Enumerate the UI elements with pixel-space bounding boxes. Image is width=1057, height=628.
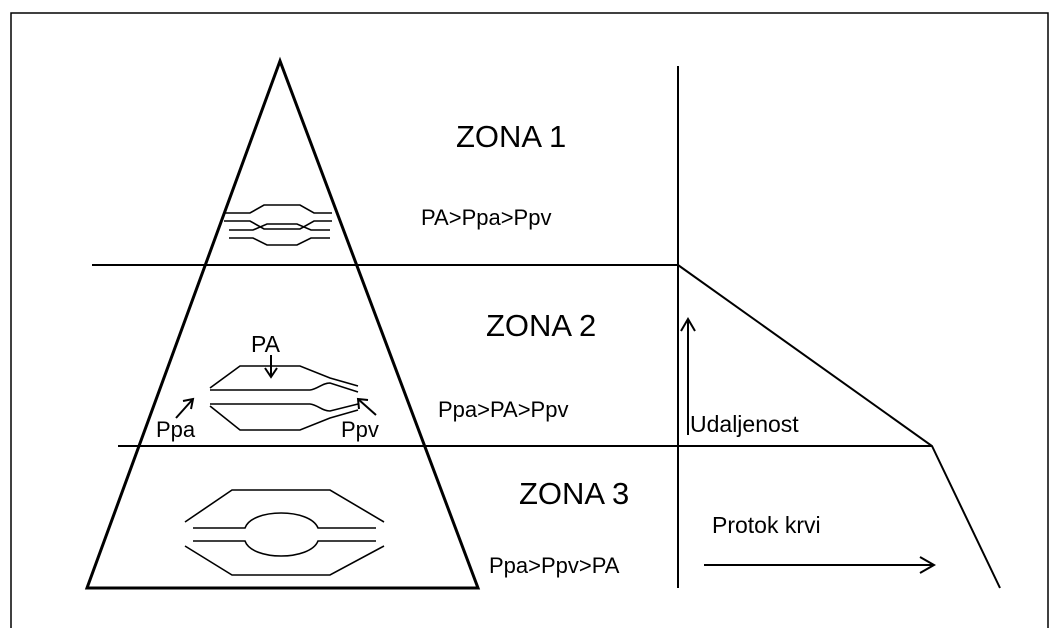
alveolar-pressure-arrow [264,355,278,379]
arterial-pressure-label: Ppa [156,417,196,442]
zone1-formula: PA>Ppa>Ppv [421,205,551,230]
venous-pressure-label: Ppv [341,417,379,442]
lung-pyramid [84,56,481,590]
distance-label: Udaljenost [690,411,799,437]
zone3-title: ZONA 3 [519,476,629,511]
zone1-title: ZONA 1 [456,119,566,154]
zone3-vessel [184,489,385,576]
venous-pressure-arrow [356,397,377,416]
blood-flow-curve [677,264,1001,589]
alveolar-pressure-label: PA [251,331,281,357]
zone1-vessel [224,204,332,246]
zone2-vessel [209,365,359,431]
zone2-formula: Ppa>PA>Ppv [438,397,568,422]
zone2-title: ZONA 2 [486,308,596,343]
arterial-pressure-arrow [175,397,195,419]
zone3-formula: Ppa>Ppv>PA [489,553,620,578]
blood-flow-label: Protok krvi [712,512,821,538]
blood-flow-arrow [704,556,937,574]
distance-arrow [680,317,696,435]
